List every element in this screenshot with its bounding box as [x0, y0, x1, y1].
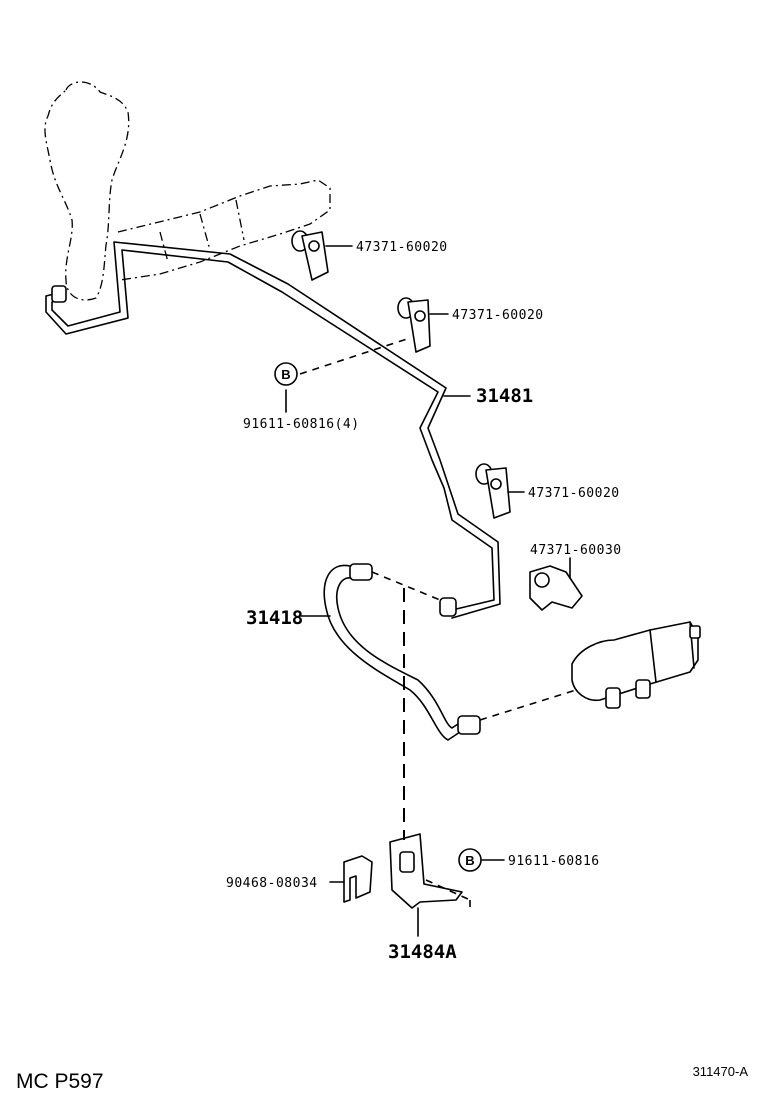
clutch-tube	[45, 241, 501, 619]
bracket	[389, 833, 463, 909]
release-cylinder	[571, 621, 701, 709]
bolt-badge-lower: B	[458, 848, 482, 872]
footer-page-code: MC P597	[16, 1070, 104, 1093]
footer-figure-code: 311470-A	[693, 1064, 749, 1079]
label-bracket: 31484A	[388, 941, 457, 963]
label-clamp-2: 47371-60020	[452, 308, 544, 323]
leader-lines	[285, 245, 571, 937]
clip	[343, 855, 373, 903]
bolt-badge-upper-letter: B	[281, 367, 290, 382]
label-clamp-4: 47371-60030	[530, 543, 622, 558]
label-clamp-1: 47371-60020	[356, 240, 448, 255]
label-tube: 31481	[476, 385, 533, 407]
assembly-lines	[299, 337, 577, 912]
clutch-hose	[323, 563, 481, 741]
clamp-2	[397, 297, 431, 353]
clamp-3	[475, 463, 511, 519]
clamp-1	[291, 230, 329, 281]
bolt-badge-lower-letter: B	[465, 853, 474, 868]
master-cylinder-outline	[44, 81, 331, 301]
label-bolt-upper: 91611-60816(4)	[243, 417, 360, 432]
bolt-badge-upper: B	[274, 362, 298, 386]
label-clip: 90468-08034	[226, 876, 318, 891]
label-bolt-lower: 91611-60816	[508, 854, 600, 869]
clamp-4	[529, 565, 583, 611]
label-clamp-3: 47371-60020	[528, 486, 620, 501]
label-hose: 31418	[246, 607, 303, 629]
